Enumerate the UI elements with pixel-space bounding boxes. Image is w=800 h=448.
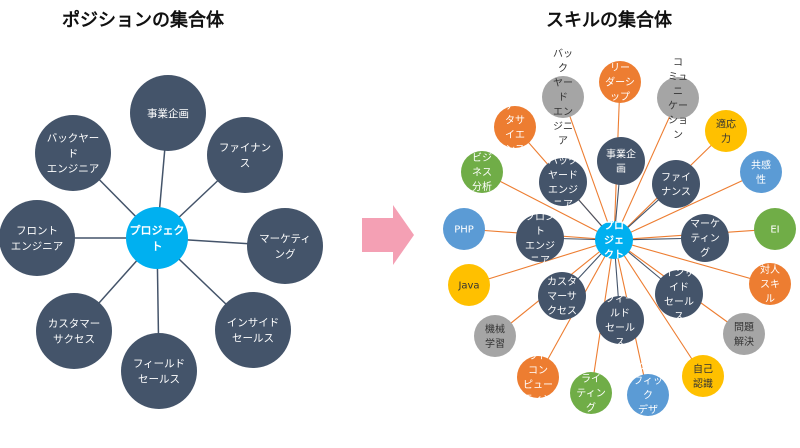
skill-label-mondai: 問題解決 <box>734 321 754 348</box>
skill-connector-kyokan <box>613 171 762 241</box>
position-label-right-backend: バックヤードエンジニア <box>548 155 578 211</box>
center-node-project-right <box>595 221 633 259</box>
position-node-right-marketing <box>681 214 729 262</box>
skill-label-communication: コミュニケーション <box>668 57 688 141</box>
skill-label-ei: EI <box>770 225 779 236</box>
skill-label-php: PHP <box>454 225 474 236</box>
skill-label-java: Java <box>457 281 479 292</box>
position-node-frontend <box>0 200 75 276</box>
position-label-frontend: フロントエンジニア <box>11 225 64 252</box>
skill-node-tekio <box>705 110 747 152</box>
position-label-jigyo: 事業企画 <box>147 107 189 120</box>
center-label: プロジェクト <box>130 223 185 253</box>
skill-label-backyard-eng: バックヤードエンジニア <box>553 48 573 147</box>
position-label-right-finance: ファイナンス <box>661 172 691 198</box>
skill-label-tekio: 適応力 <box>716 117 736 145</box>
skill-label-cloud: クラウドコンピューティング <box>523 335 553 420</box>
position-label-right-cs: カスタマーサクセス <box>547 276 577 317</box>
position-node-right-cs <box>538 272 586 320</box>
skill-node-communication <box>657 77 699 119</box>
position-label-backend: バックヤードエンジニア <box>47 133 100 175</box>
position-label-fieldsales: フィールドセールス <box>133 358 185 385</box>
skill-label-taijin: 対人スキル <box>760 263 780 305</box>
skill-label-jiko: 自己認識 <box>693 362 713 390</box>
skill-node-graphic <box>627 374 669 416</box>
skill-node-php <box>443 208 485 250</box>
position-node-cs <box>36 293 112 369</box>
position-node-backend <box>35 115 111 191</box>
skill-connector-business <box>481 171 615 241</box>
skill-label-graphic: グラフィックデザイン <box>633 360 663 431</box>
position-node-right-insidesales <box>655 270 703 318</box>
skill-node-jiko <box>682 355 724 397</box>
position-label-cs: カスタマーサクセス <box>48 318 101 345</box>
position-label-insidesales: インサイドセールス <box>227 317 280 344</box>
skill-connector-communication <box>613 97 679 241</box>
skill-label-leadership: リーダーシップ <box>605 63 635 103</box>
skill-label-writing: ライティング <box>576 373 605 414</box>
skill-label-kikai: 機械学習 <box>485 322 505 350</box>
center-node-project <box>126 207 188 269</box>
position-node-insidesales <box>215 292 291 368</box>
position-node-fieldsales <box>121 333 197 409</box>
position-label-right-frontend: フロントエンジニア <box>525 212 555 267</box>
left-title: ポジションの集合体 <box>62 10 224 31</box>
position-label-right-jigyo: 事業企画 <box>606 147 636 175</box>
position-label-right-marketing: マーケティング <box>690 218 720 259</box>
skill-node-kyokan <box>740 151 782 193</box>
skill-label-kyokan: 共感性 <box>751 158 771 186</box>
skill-node-java <box>448 264 490 306</box>
skill-node-ei <box>754 208 796 250</box>
skill-node-cloud <box>517 356 559 398</box>
skill-label-business: ビジネス分析 <box>472 152 492 193</box>
skill-node-backyard-eng <box>542 76 584 118</box>
position-node-marketing <box>247 208 323 284</box>
position-node-right-jigyo <box>597 137 645 185</box>
position-label-right-insidesales: インサイドセールス <box>664 267 694 323</box>
position-node-right-finance <box>652 160 700 208</box>
skill-connector-jiko <box>613 239 704 377</box>
skill-connector-java <box>468 239 615 286</box>
position-node-right-backend <box>539 158 587 206</box>
position-label-right-fieldsales: フィールドセールス <box>605 294 635 349</box>
center-label-right: プロジェクト <box>604 219 624 261</box>
position-node-right-fieldsales <box>596 296 644 344</box>
position-node-jigyo <box>130 75 206 151</box>
right-arrow-icon <box>362 205 414 265</box>
right-title: スキルの集合体 <box>546 10 672 31</box>
skill-connector-taijin <box>613 239 771 285</box>
position-node-right-frontend <box>516 214 564 262</box>
position-node-finance <box>207 117 283 193</box>
skill-node-mondai <box>723 313 765 355</box>
skill-node-datascience <box>494 106 536 148</box>
skill-node-leadership <box>599 61 641 103</box>
skill-connector-backyard-eng <box>562 96 615 241</box>
skill-label-datascience: データサイエンス <box>505 99 525 156</box>
skill-node-kikai <box>474 315 516 357</box>
skill-node-writing <box>570 372 612 414</box>
skill-node-business <box>461 151 503 193</box>
skill-node-taijin <box>749 263 791 305</box>
position-label-marketing: マーケティング <box>259 233 311 260</box>
position-label-finance: ファイナンス <box>219 142 271 169</box>
